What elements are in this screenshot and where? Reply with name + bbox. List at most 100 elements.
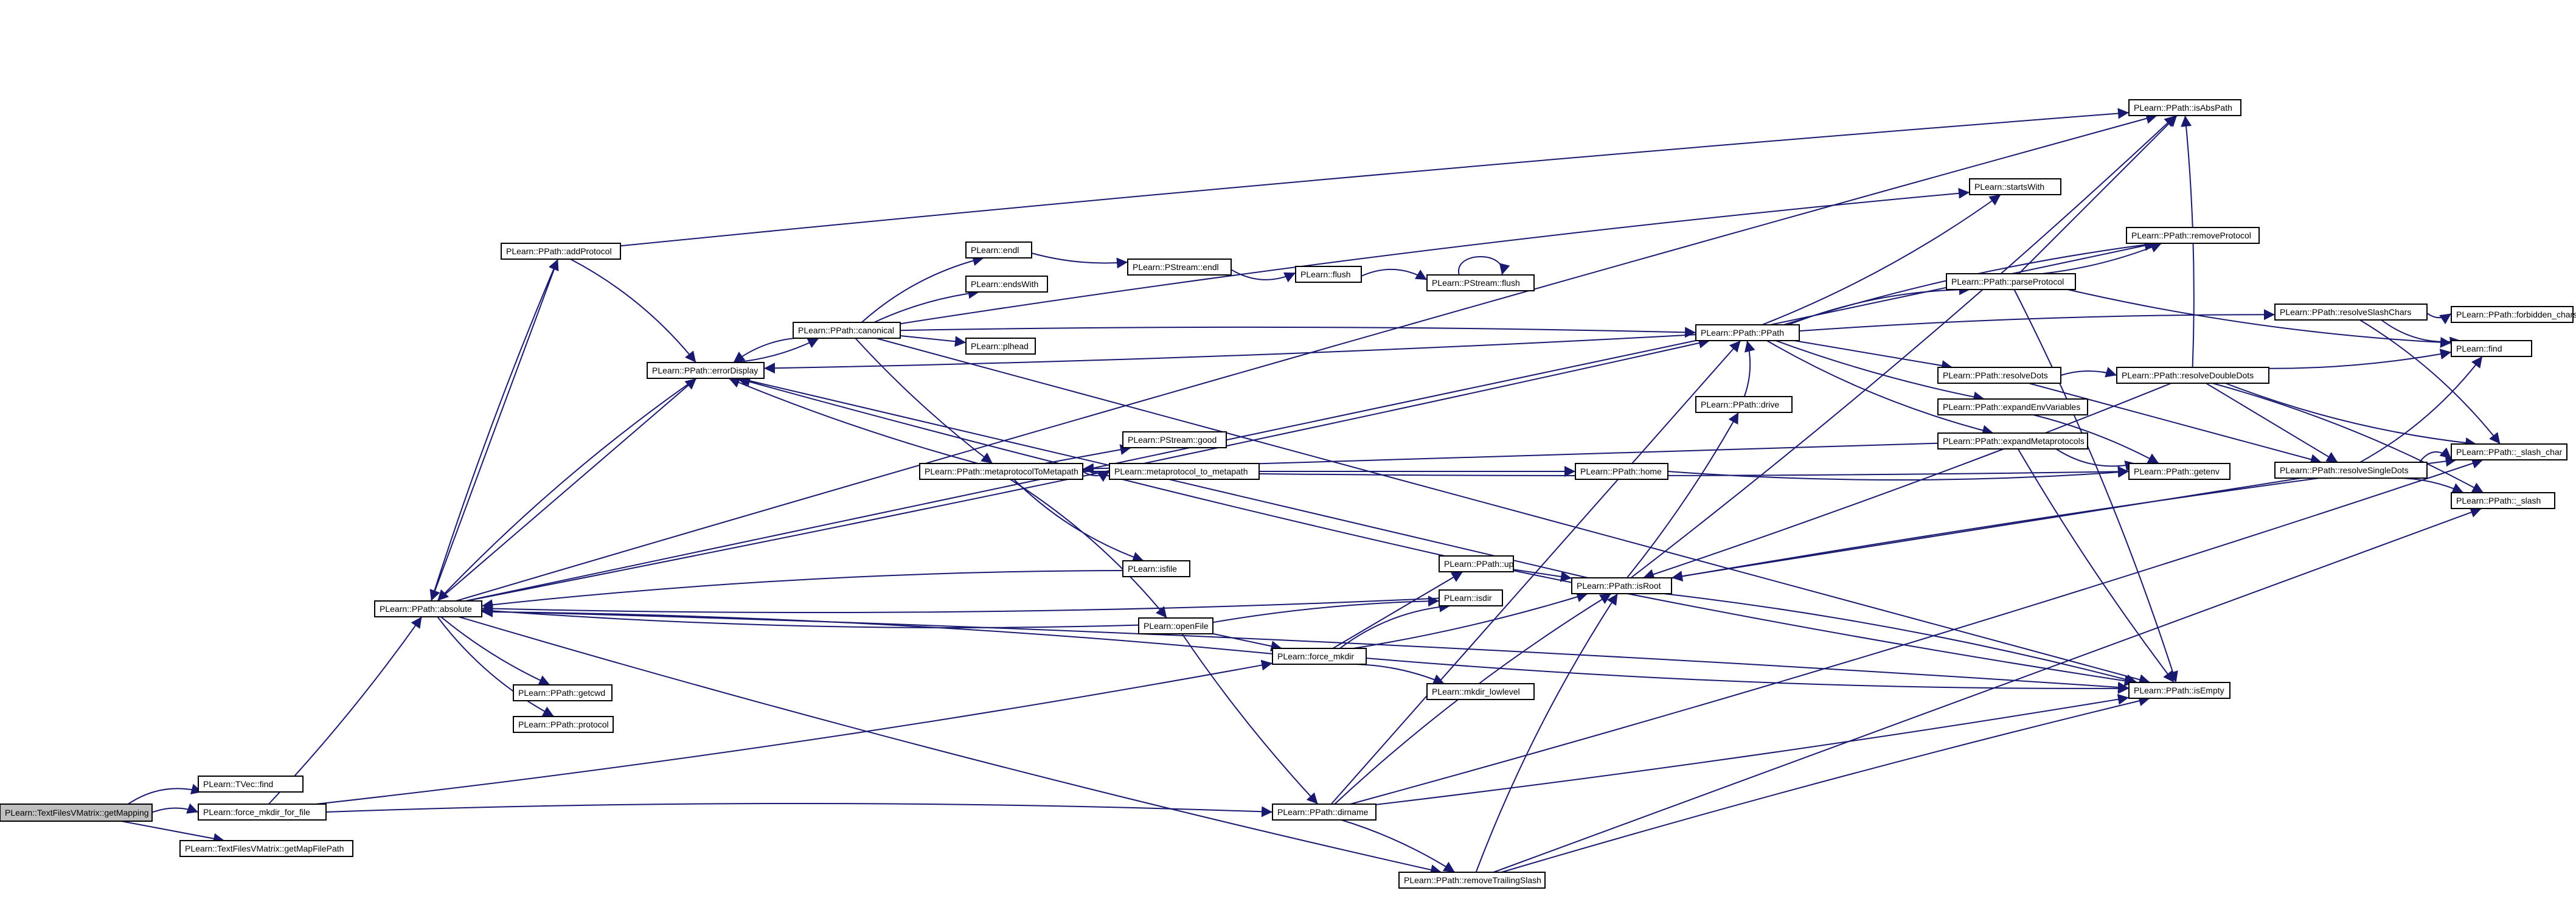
node-label: PLearn::find [2456,344,2502,353]
node-box[interactable] [2128,682,2231,699]
node-box[interactable] [198,804,327,821]
node-box[interactable] [919,463,1083,480]
node-up[interactable]: PLearn::PPath::up [1439,555,1514,572]
node-resolveSlashChars[interactable]: PLearn::PPath::resolveSlashChars [2274,304,2428,321]
node-box[interactable] [793,322,901,339]
node-box[interactable] [2128,463,2231,480]
node-box[interactable] [1575,463,1668,480]
node-box[interactable] [1138,617,1213,634]
node-resolveSingleDots[interactable]: PLearn::PPath::resolveSingleDots [2274,462,2428,479]
node-tvecFind[interactable]: PLearn::TVec::find [198,776,304,793]
node-parseProtocol[interactable]: PLearn::PPath::parseProtocol [1946,273,2076,290]
node-openFile[interactable]: PLearn::openFile [1138,617,1213,634]
node-box[interactable] [2116,367,2269,384]
node-canonical[interactable]: PLearn::PPath::canonical [793,322,901,339]
node-isEmpty[interactable]: PLearn::PPath::isEmpty [2128,682,2231,699]
node-box[interactable] [374,600,482,617]
node-box[interactable] [965,241,1032,259]
node-box[interactable] [1272,648,1367,665]
node-removeTrailingSlash[interactable]: PLearn::PPath::removeTrailingSlash [1398,872,1546,889]
node-pstreamEndl[interactable]: PLearn::PStream::endl [1127,259,1232,276]
node-box[interactable] [1937,398,2088,415]
node-label: PLearn::PPath::resolveSingleDots [2280,465,2409,475]
node-startsWith[interactable]: PLearn::startsWith [1969,178,2061,195]
node-isfile[interactable]: PLearn::isfile [1122,560,1190,577]
node-isAbsPath[interactable]: PLearn::PPath::isAbsPath [2128,99,2241,116]
node-getenv[interactable]: PLearn::PPath::getenv [2128,463,2231,480]
node-getMapFilePath[interactable]: PLearn::TextFilesVMatrix::getMapFilePath [179,840,353,857]
node-protocol[interactable]: PLearn::PPath::protocol [513,716,614,733]
node-expandEnvVariables[interactable]: PLearn::PPath::expandEnvVariables [1937,398,2088,415]
node-pstreamFlush[interactable]: PLearn::PStream::flush [1426,274,1535,291]
node-box[interactable] [1937,432,2088,450]
node-endl[interactable]: PLearn::endl [965,241,1032,259]
node-label: PLearn::TextFilesVMatrix::getMapFilePath [185,844,344,853]
node-box[interactable] [1272,804,1377,821]
node-box[interactable] [1426,683,1535,700]
node-box[interactable] [1122,431,1227,448]
node-box[interactable] [1109,463,1260,480]
node-drive[interactable]: PLearn::PPath::drive [1695,396,1793,413]
node-box[interactable] [2274,462,2428,479]
node-box[interactable] [179,840,353,857]
node-resolveDots[interactable]: PLearn::PPath::resolveDots [1937,367,2061,384]
node-absolute[interactable]: PLearn::PPath::absolute [374,600,482,617]
node-dirname[interactable]: PLearn::PPath::dirname [1272,804,1377,821]
node-getcwd[interactable]: PLearn::PPath::getcwd [513,684,613,701]
node-box[interactable] [965,276,1048,293]
node-slashChar[interactable]: PLearn::PPath::_slash_char [2451,443,2567,460]
node-removeProtocol[interactable]: PLearn::PPath::removeProtocol [2126,227,2260,244]
node-box[interactable] [1695,396,1793,413]
node-plhead[interactable]: PLearn::plhead [965,338,1036,355]
node-box[interactable] [1122,560,1190,577]
node-box[interactable] [1439,555,1514,572]
node-box[interactable] [0,804,153,822]
node-box[interactable] [1398,872,1546,889]
node-metaprotocolToMetapath[interactable]: PLearn::metaprotocol_to_metapath [1109,463,1260,480]
node-forceMkdirForFile[interactable]: PLearn::force_mkdir_for_file [198,804,327,821]
node-label: PLearn::PStream::good [1128,435,1217,445]
node-resolveDoubleDots[interactable]: PLearn::PPath::resolveDoubleDots [2116,367,2269,384]
node-box[interactable] [1439,589,1503,606]
edge-removeTrailingSlash-to-isEmpty [1501,695,2150,873]
node-isRoot[interactable]: PLearn::PPath::isRoot [1571,577,1672,594]
node-box[interactable] [1969,178,2061,195]
node-forceMkdir[interactable]: PLearn::force_mkdir [1272,648,1367,665]
node-isdir[interactable]: PLearn::isdir [1439,589,1503,606]
node-addProtocol[interactable]: PLearn::PPath::addProtocol [501,243,621,260]
node-box[interactable] [1426,274,1535,291]
node-expandMetaprotocols[interactable]: PLearn::PPath::expandMetaprotocols [1937,432,2088,450]
node-forbiddenChars[interactable]: PLearn::PPath::forbidden_chars [2451,306,2576,323]
node-label: PLearn::PPath::isEmpty [2134,686,2224,695]
node-mkdirLowlevel[interactable]: PLearn::mkdir_lowlevel [1426,683,1535,700]
node-box[interactable] [965,338,1036,355]
node-endsWith[interactable]: PLearn::endsWith [965,276,1048,293]
node-box[interactable] [2128,99,2241,116]
node-box[interactable] [1571,577,1672,594]
node-box[interactable] [2451,443,2567,460]
node-box[interactable] [513,684,613,701]
node-flush[interactable]: PLearn::flush [1295,266,1362,283]
node-box[interactable] [1295,266,1362,283]
node-box[interactable] [2126,227,2260,244]
node-getMapping[interactable]: PLearn::TextFilesVMatrix::getMapping [0,804,153,822]
node-errorDisplay[interactable]: PLearn::PPath::errorDisplay [647,362,765,379]
node-box[interactable] [2451,340,2532,357]
node-ppath[interactable]: PLearn::PPath::PPath [1695,324,1800,341]
node-box[interactable] [198,776,304,793]
node-slash[interactable]: PLearn::PPath::_slash [2451,492,2555,509]
node-metaToMetapath[interactable]: PLearn::PPath::metaprotocolToMetapath [919,463,1083,480]
node-box[interactable] [647,362,765,379]
node-pstreamGood[interactable]: PLearn::PStream::good [1122,431,1227,448]
node-box[interactable] [501,243,621,260]
node-box[interactable] [2451,306,2574,323]
node-box[interactable] [2274,304,2428,321]
node-box[interactable] [1937,367,2061,384]
node-box[interactable] [513,716,614,733]
node-home[interactable]: PLearn::PPath::home [1575,463,1668,480]
node-box[interactable] [1946,273,2076,290]
node-box[interactable] [1127,259,1232,276]
node-pfind[interactable]: PLearn::find [2451,340,2532,357]
node-box[interactable] [1695,324,1800,341]
node-box[interactable] [2451,492,2555,509]
